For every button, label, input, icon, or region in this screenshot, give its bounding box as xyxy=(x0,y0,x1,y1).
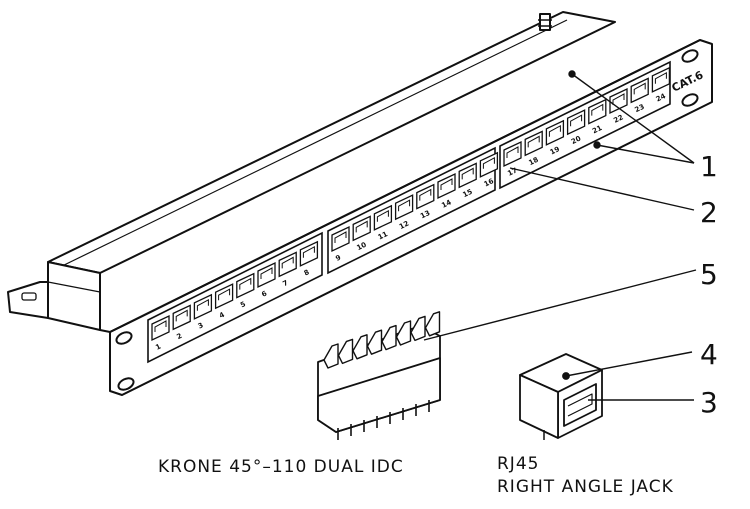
rj45-port-contact xyxy=(398,199,411,212)
port-number: 11 xyxy=(377,230,389,242)
callout-3: 3 xyxy=(700,386,718,419)
port-number: 10 xyxy=(356,241,368,253)
rj45-port-contact xyxy=(154,320,167,332)
chassis-top-edge xyxy=(57,19,568,269)
rj45-port-contact xyxy=(260,267,273,279)
rj45-port-contact xyxy=(376,209,389,222)
chassis-side-fold xyxy=(47,281,101,293)
mounting-hole-top-left xyxy=(115,331,133,345)
rj45-port-contact xyxy=(461,167,474,180)
idc-contact xyxy=(410,315,426,342)
port-number: 4 xyxy=(218,311,226,320)
leader-2 xyxy=(509,167,695,211)
idc-contact xyxy=(337,338,354,365)
idc-caption: KRONE 45°–110 DUAL IDC xyxy=(158,457,404,477)
idc-contact xyxy=(395,320,412,346)
port-number: 9 xyxy=(334,253,342,262)
port-number: 2 xyxy=(176,332,184,341)
callout-1: 1 xyxy=(700,150,718,183)
jack-side xyxy=(519,374,559,439)
jack-caption-line2: RIGHT ANGLE JACK xyxy=(497,477,674,497)
mounting-hole-bottom-right xyxy=(681,93,699,107)
callout-leaders xyxy=(423,70,697,401)
port-number: 23 xyxy=(634,103,646,115)
idc-contacts xyxy=(323,311,441,369)
mounting-hole-top-right xyxy=(681,49,699,63)
faceplate-top-lip xyxy=(99,39,701,333)
idc-pins xyxy=(337,400,430,440)
port-number: 6 xyxy=(260,289,268,298)
rj45-port-contact xyxy=(218,288,231,301)
idc-contact xyxy=(424,311,441,337)
idc-contact xyxy=(323,343,339,369)
port-number: 17 xyxy=(506,166,518,178)
rj45-port-contact xyxy=(334,231,347,243)
rj45-port-contact xyxy=(506,146,519,158)
rj45-right-angle-jack xyxy=(519,353,603,440)
port-number: 16 xyxy=(483,177,495,189)
chassis-left-side xyxy=(47,261,101,331)
idc-contact xyxy=(352,334,368,360)
idc-contact xyxy=(366,329,383,355)
port-number: 12 xyxy=(398,219,410,231)
ground-screw xyxy=(539,13,551,31)
idc-contact xyxy=(381,324,397,351)
rj45-port-contact xyxy=(591,103,604,116)
rj45-port-contact xyxy=(633,82,646,95)
leader-5 xyxy=(423,269,697,341)
jack-opening xyxy=(563,383,597,427)
port-number: 14 xyxy=(440,198,452,210)
faceplate-bottom-edge xyxy=(121,101,713,396)
rj45-port-contact xyxy=(654,71,667,84)
port-number: 5 xyxy=(239,300,247,309)
jack-caption-line1: RJ45 xyxy=(497,454,540,474)
rj45-port-contact xyxy=(239,277,252,290)
port-number: 13 xyxy=(419,209,431,221)
rj45-port-contact xyxy=(570,114,583,127)
callout-numbers: 1 2 3 4 5 xyxy=(700,150,718,419)
rj45-port-contact xyxy=(612,93,625,105)
mounting-hole-bottom-left xyxy=(117,377,135,391)
bracket-slot xyxy=(21,292,37,301)
idc-base xyxy=(317,357,441,433)
port-number: 24 xyxy=(655,92,667,104)
rj45-port-contact xyxy=(419,188,432,201)
callout-2: 2 xyxy=(700,196,718,229)
rj45-port-contact xyxy=(440,178,453,190)
rj45-port-contact xyxy=(355,220,368,233)
rj45-port-contact xyxy=(527,135,540,148)
port-number: 7 xyxy=(282,279,290,288)
leader-1a xyxy=(571,73,695,164)
callout-5: 5 xyxy=(700,258,718,291)
rj45-port-contact xyxy=(482,156,495,169)
port-number: 3 xyxy=(197,321,205,330)
krone-idc-module xyxy=(317,311,441,440)
rj45-port-contact xyxy=(548,124,561,137)
port-number: 15 xyxy=(462,188,474,200)
port-number: 21 xyxy=(591,124,603,136)
port-number: 20 xyxy=(570,134,582,146)
port-number: 19 xyxy=(549,145,561,157)
port-number: 22 xyxy=(612,113,624,125)
port-number: 8 xyxy=(303,268,311,277)
rj45-port-contact xyxy=(175,309,188,322)
rj45-port-contact xyxy=(302,245,315,258)
rj45-port-contact xyxy=(196,298,209,311)
port-number: 1 xyxy=(154,342,162,351)
port-block-1 xyxy=(147,231,323,364)
leader-4 xyxy=(565,351,693,377)
leader-1b xyxy=(596,144,695,164)
port-number: 18 xyxy=(528,156,540,168)
callout-4: 4 xyxy=(700,338,718,371)
rj45-port-contact xyxy=(281,256,294,269)
